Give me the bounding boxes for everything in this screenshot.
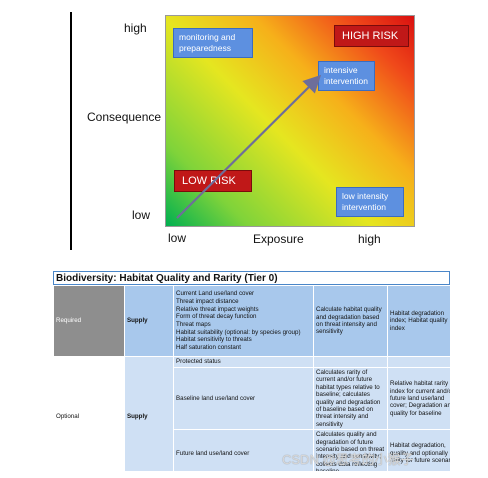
optional-label: Optional: [53, 356, 125, 471]
required-inputs: Current Land use/land cover Threat impac…: [173, 285, 314, 357]
x-axis-low-label: low: [168, 231, 187, 245]
optional-process-baseline: Calculates rarity of current and/or futu…: [313, 366, 388, 431]
y-axis-low-label: low: [132, 208, 151, 222]
risk-arrow: [176, 74, 322, 219]
table-row-optional-future: Future land use/land cover Calculates qu…: [54, 429, 450, 471]
optional-process-protected: [313, 356, 388, 368]
optional-input-future: Future land use/land cover: [173, 429, 314, 471]
list-item: Form of threat decay function: [176, 313, 257, 321]
intensive-intervention-box: intensive intervention: [318, 61, 375, 91]
list-item: Threat impact distance: [176, 297, 239, 305]
x-axis-label: Exposure: [253, 232, 304, 246]
required-type: Supply: [124, 285, 174, 357]
risk-matrix-figure: high Consequence low monitoring and prep…: [70, 12, 415, 250]
optional-output-protected: [387, 356, 450, 368]
x-axis-high-label: high: [358, 232, 381, 246]
required-output: Habitat degradation index; Habitat quali…: [387, 285, 450, 357]
optional-output-future: Habitat degradation, quality and optiona…: [387, 429, 450, 471]
list-item: Half saturation constant: [176, 344, 242, 352]
vertical-divider: [70, 12, 72, 250]
optional-process-future: Calculates quality and degradation of fu…: [313, 429, 388, 471]
habitat-table-section: Biodiversity: Habitat Quality and Rarity…: [53, 271, 450, 471]
low-intensity-box: low intensity intervention: [336, 187, 404, 217]
required-label: Required: [53, 285, 125, 357]
list-item: Habitat suitability (optional: by specie…: [176, 328, 301, 336]
list-item: Habitat sensitivity to threats: [176, 336, 252, 344]
list-item: Relative threat impact weights: [176, 305, 259, 313]
list-item: Threat maps: [176, 321, 211, 328]
watermark: CSDN @思考的小猴子: [282, 452, 414, 467]
table-title: Biodiversity: Habitat Quality and Rarity…: [53, 271, 450, 285]
optional-input-protected: Protected status: [173, 356, 314, 368]
list-item: Current Land use/land cover: [176, 290, 255, 298]
table-row-optional-protected: Optional Supply Protected status: [53, 356, 450, 471]
optional-input-baseline: Baseline land use/land cover: [173, 366, 314, 431]
optional-output-baseline: Relative habitat rarity index for curren…: [387, 366, 450, 431]
optional-type: Supply: [124, 356, 174, 471]
habitat-table: Required Supply Current Land use/land co…: [53, 285, 450, 471]
monitoring-box: monitoring and preparedness: [173, 28, 253, 58]
required-process: Calculate habitat quality and degradatio…: [313, 285, 388, 357]
high-risk-box: HIGH RISK: [334, 25, 409, 47]
y-axis-label: Consequence: [87, 110, 162, 124]
y-axis-high-label: high: [124, 21, 147, 35]
table-row-required: Required Supply Current Land use/land co…: [53, 285, 450, 357]
